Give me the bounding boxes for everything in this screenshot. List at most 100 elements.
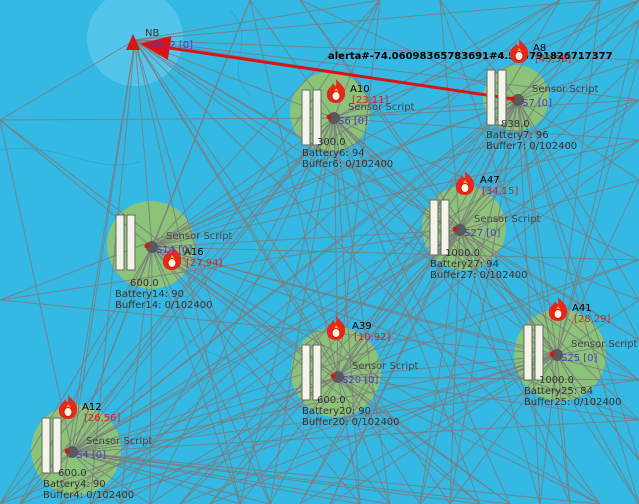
- network-link: [134, 39, 451, 504]
- network-link: [337, 259, 639, 378]
- network-link: [71, 354, 558, 453]
- network-link: [134, 39, 241, 504]
- network-link: [134, 39, 639, 101]
- base-station-icon: [126, 34, 140, 50]
- network-link: [556, 354, 571, 504]
- sensor-coords: [27,94]: [186, 258, 223, 269]
- sensor-name: A10: [350, 84, 370, 95]
- network-link: [517, 0, 601, 101]
- network-link: [209, 354, 558, 504]
- network-link: [71, 451, 481, 504]
- network-link: [151, 0, 561, 248]
- network-link: [556, 354, 639, 504]
- network-link: [459, 19, 639, 231]
- sensor-script: Sensor Script: [571, 339, 638, 350]
- buffer-bar: [534, 324, 544, 381]
- network-link: [556, 179, 639, 356]
- network-link: [337, 376, 511, 504]
- buffer-bar: [52, 417, 62, 474]
- sensor-icon: [332, 371, 344, 383]
- network-link: [459, 0, 601, 231]
- network-link: [459, 229, 639, 504]
- network-link: [556, 354, 639, 461]
- sensor-buffer: Buffer4: 0/102400: [43, 490, 134, 501]
- network-link: [556, 299, 639, 356]
- network-link: [0, 99, 519, 301]
- network-link: [419, 229, 461, 504]
- sensor-range: 838.0: [501, 119, 530, 130]
- network-link: [134, 39, 339, 378]
- sensor-buffer: Buffer20: 0/102400: [302, 417, 400, 428]
- sensor-buffer: Buffer7: 0/102400: [486, 141, 577, 152]
- network-link: [134, 39, 601, 504]
- sensor-status-dot: [330, 373, 336, 379]
- network-link: [517, 19, 639, 101]
- network-link: [239, 117, 335, 504]
- sensor-id: S25 [0]: [561, 353, 598, 364]
- network-link: [59, 99, 519, 504]
- network-link: [151, 99, 639, 248]
- fire-icon: [455, 170, 475, 196]
- network-link: [0, 229, 461, 301]
- sensor-icon: [66, 446, 78, 458]
- sensor-name: A12: [82, 402, 102, 413]
- network-link: [333, 117, 639, 261]
- network-link: [71, 451, 241, 504]
- sensor-range: 300.0: [317, 137, 346, 148]
- network-link: [337, 376, 639, 381]
- network-link: [134, 39, 421, 504]
- sensor-name: A47: [480, 175, 500, 186]
- water-ripple: [229, 9, 251, 96]
- water-ripple: [0, 147, 141, 166]
- network-link: [449, 229, 461, 504]
- network-link: [299, 229, 461, 504]
- network-link: [0, 119, 339, 378]
- sensor-id: S14 [0]: [156, 245, 193, 256]
- sensor-battery: Battery7: 96: [486, 130, 549, 141]
- network-link: [71, 451, 361, 504]
- buffer-bar: [126, 214, 136, 271]
- sensor-script: Sensor Script: [86, 436, 153, 447]
- network-link: [337, 99, 639, 378]
- network-link: [134, 39, 271, 504]
- fire-icon: [548, 296, 568, 322]
- network-link: [337, 139, 639, 378]
- network-link: [71, 451, 511, 504]
- network-link: [459, 229, 541, 504]
- sensor-coords: [28,29]: [574, 314, 611, 325]
- sensor-status-dot: [64, 448, 70, 454]
- sensor-icon: [328, 112, 340, 124]
- sensor-id: S20 [0]: [342, 375, 379, 386]
- network-link: [151, 0, 639, 248]
- network-link: [459, 229, 639, 301]
- network-link: [134, 39, 639, 381]
- network-link: [337, 0, 381, 378]
- network-link: [459, 59, 639, 231]
- network-link: [134, 39, 153, 248]
- network-link: [71, 259, 639, 453]
- network-link: [19, 376, 339, 504]
- sensor-id: S4 [0]: [76, 450, 106, 461]
- network-link: [556, 339, 639, 356]
- network-link: [517, 99, 639, 341]
- sensor-coords: [34,15]: [482, 186, 519, 197]
- battery-bar: [115, 214, 125, 271]
- base-station-node[interactable]: NB NB_2 [0]: [126, 28, 193, 51]
- network-link: [19, 451, 73, 504]
- network-link: [459, 229, 571, 504]
- sensor-icon: [512, 94, 524, 106]
- buffer-bar: [312, 344, 322, 401]
- network-link: [556, 19, 639, 356]
- network-link: [151, 246, 639, 421]
- network-link: [71, 451, 271, 504]
- sensor-status-dot: [326, 114, 332, 120]
